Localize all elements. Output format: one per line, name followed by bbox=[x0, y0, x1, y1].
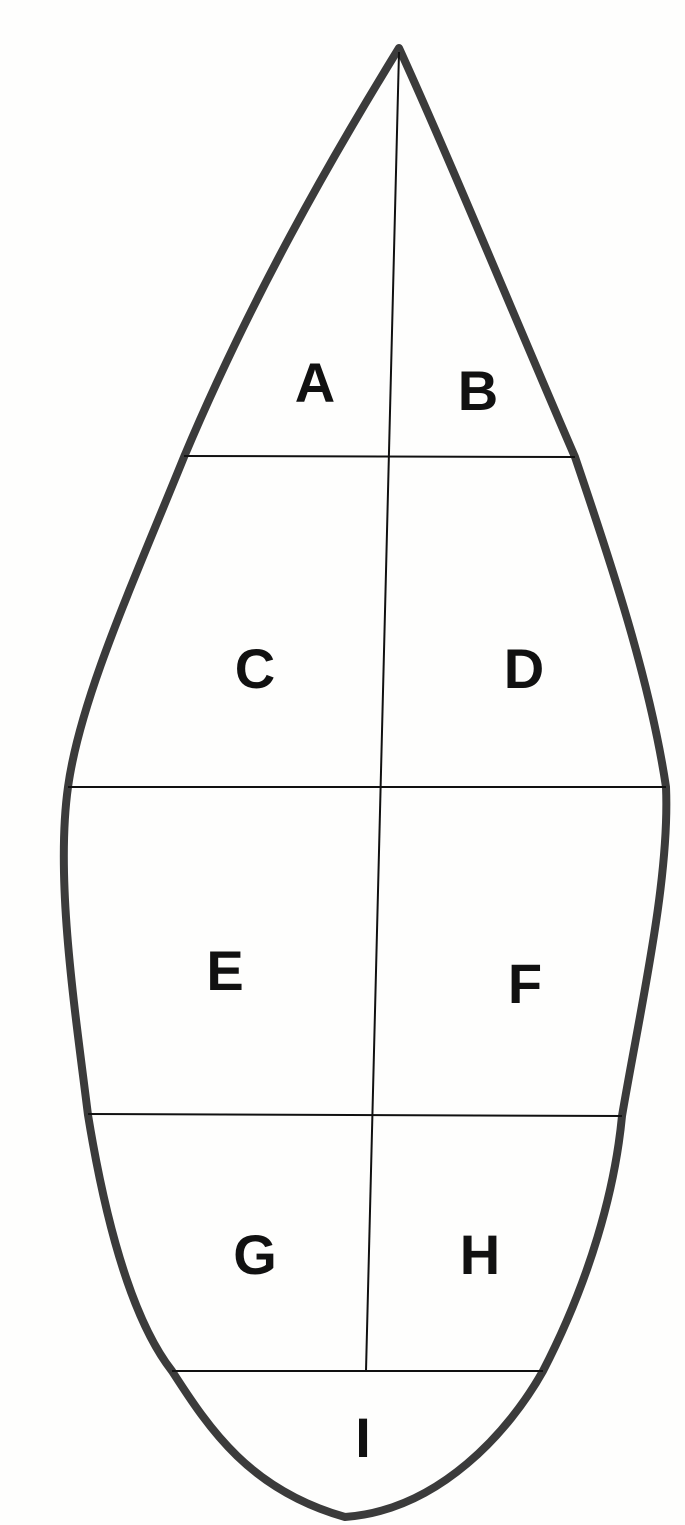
leaf-outline bbox=[64, 48, 667, 1517]
midrib-line bbox=[366, 52, 399, 1371]
region-label-c: C bbox=[235, 637, 275, 700]
region-label-f: F bbox=[508, 952, 542, 1015]
region-label-e: E bbox=[206, 939, 243, 1002]
region-label-g: G bbox=[233, 1223, 277, 1286]
divider-line-3 bbox=[88, 1114, 622, 1116]
divider-line-1 bbox=[184, 456, 575, 457]
region-label-i: I bbox=[355, 1406, 371, 1469]
region-label-a: A bbox=[295, 351, 335, 414]
region-label-h: H bbox=[460, 1223, 500, 1286]
region-label-d: D bbox=[504, 637, 544, 700]
region-label-b: B bbox=[458, 359, 498, 422]
